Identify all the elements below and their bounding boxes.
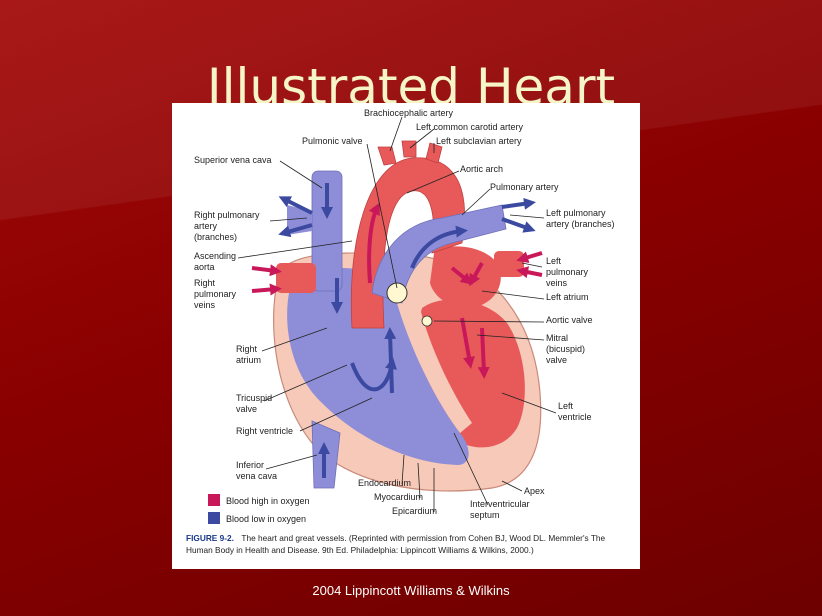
flow-arrow-left-pv-1	[516, 251, 543, 264]
leader-lines	[237, 116, 557, 512]
pulmonic-valve-shape	[386, 282, 408, 304]
label-brachiocephalic-artery: Brachiocephalic artery	[364, 108, 454, 118]
label-left-pulmonary-veins: Left pulmonary veins	[546, 256, 591, 288]
carotid-branch	[401, 140, 417, 158]
label-aortic-arch: Aortic arch	[460, 164, 503, 174]
label-left-common-carotid-artery: Left common carotid artery	[416, 122, 524, 132]
flow-arrow-right-pv-1	[251, 264, 282, 277]
blood-flow-arrows	[251, 183, 543, 478]
label-endocardium: Endocardium	[358, 478, 411, 488]
heart-diagram: Brachiocephalic artery Left common carot…	[186, 108, 615, 555]
figure-panel: Brachiocephalic artery Left common carot…	[172, 103, 640, 569]
label-right-atrium: Right atrium	[236, 344, 261, 365]
heart-illustration	[273, 140, 542, 492]
pulmonary-artery-vessel	[371, 204, 507, 304]
label-interventricular-septum: Interventricular septum	[470, 499, 532, 520]
anatomy-labels: Brachiocephalic artery Left common carot…	[194, 108, 615, 520]
flow-arrow-la-2	[469, 262, 484, 287]
flow-arrow-lv-1	[460, 317, 475, 369]
caption-line-2: Human Body in Health and Disease. 9th Ed…	[186, 545, 534, 555]
flow-arrow-left-pv-2	[516, 266, 543, 279]
flow-arrow-right-pa-2	[278, 223, 313, 238]
label-tricuspid-valve: Tricuspid valve	[236, 393, 275, 414]
legend-label-low-oxygen: Blood low in oxygen	[226, 514, 306, 524]
caption-figure-id: FIGURE 9-2.	[186, 533, 234, 543]
septum-wall	[397, 303, 472, 433]
right-pulmonary-vein-vessel	[276, 263, 316, 293]
legend-label-high-oxygen: Blood high in oxygen	[226, 496, 310, 506]
label-pulmonary-artery: Pulmonary artery	[490, 182, 559, 192]
label-pulmonic-valve: Pulmonic valve	[302, 136, 363, 146]
label-left-pulmonary-artery: Left pulmonary artery (branches)	[546, 208, 615, 229]
label-aortic-valve: Aortic valve	[546, 315, 593, 325]
flow-arrow-rv-up	[384, 327, 397, 394]
legend-swatch-low-oxygen	[208, 512, 220, 524]
flow-arrow-pa-trunk	[410, 225, 468, 269]
label-myocardium: Myocardium	[374, 492, 423, 502]
label-epicardium: Epicardium	[392, 506, 437, 516]
flow-arrow-left-pa-2	[501, 217, 536, 233]
label-mitral-valve: Mitral (bicuspid) valve	[546, 333, 588, 365]
legend-swatch-high-oxygen	[208, 494, 220, 506]
label-left-subclavian-artery: Left subclavian artery	[436, 136, 522, 146]
label-right-pulmonary-artery: Right pulmonary artery (branches)	[194, 210, 262, 242]
flow-arrow-lv-2	[477, 327, 490, 379]
brachiocephalic-branch	[377, 146, 397, 166]
flow-arrow-la-1	[450, 266, 473, 285]
flow-arrow-ascending-aorta	[367, 202, 380, 284]
left-pulmonary-vein-vessel	[494, 251, 524, 277]
slide-footer: 2004 Lippincott Williams & Wilkins	[312, 583, 510, 598]
label-superior-vena-cava: Superior vena cava	[194, 155, 272, 165]
label-right-ventricle: Right ventricle	[236, 426, 293, 436]
flow-arrow-right-pa-1	[278, 196, 313, 215]
legend: Blood high in oxygen Blood low in oxygen	[208, 494, 310, 524]
aortic-valve-shape	[421, 315, 433, 327]
label-inferior-vena-cava: Inferior vena cava	[236, 460, 277, 481]
flow-arrow-left-pa-1	[501, 197, 536, 210]
label-right-pulmonary-veins: Right pulmonary veins	[194, 278, 239, 310]
caption-line-1: FIGURE 9-2. The heart and great vessels.…	[186, 528, 606, 545]
label-left-ventricle: Left ventricle	[558, 401, 592, 422]
label-ascending-aorta: Ascending aorta	[194, 251, 239, 272]
label-apex: Apex	[524, 486, 545, 496]
flow-arrow-right-pv-2	[251, 283, 282, 296]
right-chambers	[287, 268, 469, 465]
label-left-atrium: Left atrium	[546, 292, 589, 302]
figure-caption: FIGURE 9-2. The heart and great vessels.…	[186, 528, 606, 555]
